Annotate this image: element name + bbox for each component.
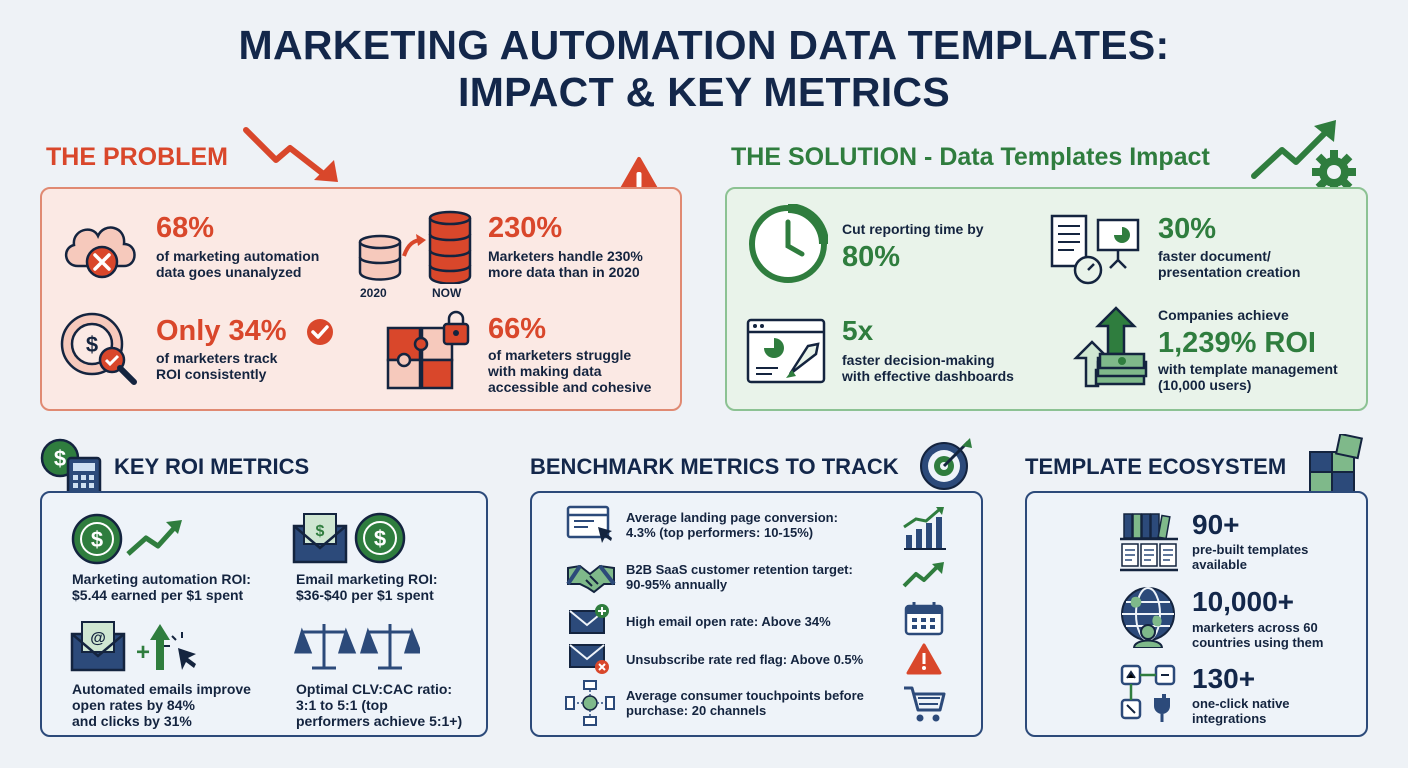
svg-text:$: $	[54, 446, 66, 471]
benchmark-heading: BENCHMARK METRICS TO TRACK	[530, 454, 899, 479]
roi-text-2: Email marketing ROI:$36-$40 per $1 spent	[296, 571, 438, 603]
ecosystem-stat-1: 90+	[1192, 509, 1240, 540]
svg-text:$: $	[91, 527, 103, 552]
solution-stat-4: 1,239% ROI	[1158, 327, 1316, 359]
svg-text:$: $	[86, 332, 98, 357]
check-circle-icon	[306, 318, 334, 346]
dollar-trend-icon: $	[70, 512, 184, 566]
ecosystem-heading: TEMPLATE ECOSYSTEM	[1025, 454, 1287, 479]
problem-stat-3: Only 34%	[156, 315, 287, 347]
calculator-dollar-icon: $	[38, 438, 104, 502]
solution-heading: THE SOLUTION - Data Templates Impact	[731, 143, 1210, 171]
scales-icon	[294, 618, 420, 674]
problem-heading: THE PROBLEM	[46, 143, 228, 171]
email-dollar-icon: $$	[292, 510, 410, 566]
solution-text-4: with template management(10,000 users)	[1158, 361, 1338, 393]
benchmark-text-2: B2B SaaS customer retention target:90-95…	[626, 562, 853, 592]
roi-heading: KEY ROI METRICS	[114, 454, 310, 479]
solution-pre-1: Cut reporting time by	[842, 221, 984, 237]
bar-chart-icon	[900, 505, 948, 551]
benchmark-text-4: Unsubscribe rate red flag: Above 0.5%	[626, 652, 864, 667]
benchmark-text-1: Average landing page conversion:4.3% (to…	[626, 510, 838, 540]
ecosystem-stat-2: 10,000+	[1192, 586, 1294, 617]
roi-magnifier-icon: $	[58, 310, 142, 390]
problem-panel	[40, 187, 682, 411]
problem-stat-1: 68%	[156, 212, 215, 244]
solution-stat-3: 5x	[842, 315, 874, 346]
trend-up-icon	[902, 560, 946, 590]
ecosystem-panel	[1025, 491, 1368, 737]
clock-icon	[748, 204, 828, 284]
solution-stat-2: 30%	[1158, 213, 1217, 245]
document-presentation-icon	[1048, 210, 1146, 286]
problem-text-2: Marketers handle 230%more data than in 2…	[488, 248, 643, 280]
page-title: MARKETING AUTOMATION DATA TEMPLATES: IMP…	[238, 22, 1170, 115]
cloud-error-icon	[60, 212, 142, 282]
roi-text-1: Marketing automation ROI:$5.44 earned pe…	[72, 571, 251, 603]
database-growth-icon	[356, 210, 474, 284]
touchpoints-icon	[564, 680, 616, 726]
puzzle-icon	[1306, 434, 1368, 496]
svg-text:@: @	[90, 630, 106, 647]
email-plus-icon	[568, 603, 612, 635]
puzzle-lock-icon	[384, 310, 476, 392]
cart-icon	[902, 684, 946, 724]
solution-text-2: faster document/presentation creation	[1158, 248, 1301, 280]
solution-panel	[725, 187, 1368, 411]
ecosystem-stat-3: 130+	[1192, 663, 1256, 694]
growth-gear-icon	[1248, 118, 1360, 198]
warning-small-icon	[906, 643, 942, 675]
label-now: NOW	[432, 286, 462, 300]
target-icon	[918, 436, 974, 492]
svg-text:+: +	[136, 639, 150, 666]
problem-stat-2: 230%	[488, 212, 563, 244]
email-x-icon	[568, 643, 612, 675]
globe-users-icon	[1118, 586, 1180, 648]
money-growth-icon	[1066, 306, 1148, 394]
label-2020: 2020	[360, 286, 387, 300]
handshake-icon	[566, 560, 616, 596]
calendar-icon	[904, 600, 944, 636]
svg-text:$: $	[316, 523, 325, 540]
problem-stat-4: 66%	[488, 313, 547, 345]
svg-text:$: $	[374, 526, 386, 551]
landing-page-icon	[566, 505, 614, 545]
email-click-icon: @+	[70, 618, 200, 674]
dashboard-rocket-icon	[746, 316, 828, 388]
trend-down-arrow-icon	[242, 126, 342, 184]
solution-stat-1: 80%	[842, 241, 901, 273]
template-library-icon	[1118, 510, 1180, 572]
solution-pre-4: Companies achieve	[1158, 307, 1289, 323]
benchmark-text-3: High email open rate: Above 34%	[626, 614, 831, 629]
integrations-icon	[1118, 662, 1180, 724]
